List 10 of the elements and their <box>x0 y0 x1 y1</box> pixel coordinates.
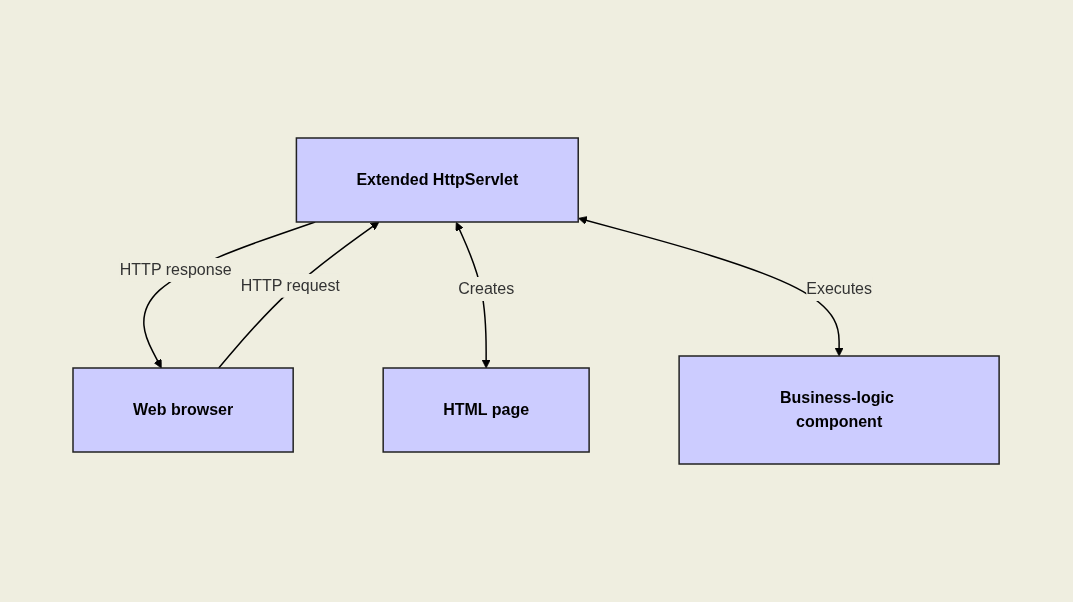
edge-label: HTTP request <box>241 276 341 294</box>
node-box: Web browser <box>72 367 295 453</box>
node-box: HTML page <box>382 367 591 453</box>
arrow <box>218 221 380 369</box>
edge-label: Executes <box>806 280 873 297</box>
edge-label: Creates <box>458 280 515 297</box>
edge-label: HTTP response <box>120 260 232 278</box>
node-box: Business-logic component <box>678 355 1001 465</box>
node-box: Extended HttpServlet <box>296 137 580 223</box>
arrow <box>578 216 844 357</box>
